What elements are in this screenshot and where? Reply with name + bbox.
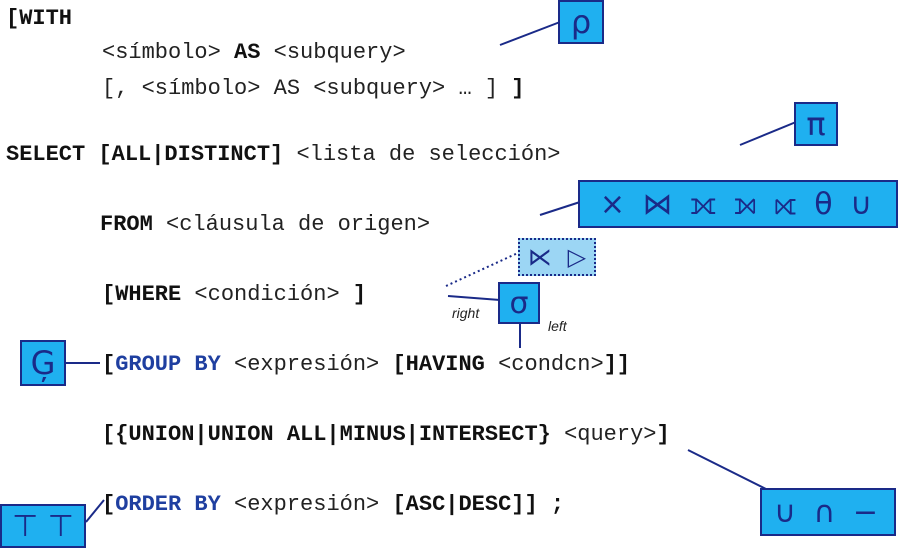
from-source: <cláusula de origen> (152, 212, 431, 237)
left-label: left (548, 318, 567, 334)
semicolon: ; (537, 492, 565, 517)
rho-symbol: ρ (570, 3, 592, 41)
setops-box: ∪ ∩ − (760, 488, 896, 536)
gamma-box: Ģ (20, 340, 66, 386)
union-close: ] (656, 422, 670, 447)
with-symbol-line: <símbolo> AS <subquery> (102, 40, 406, 66)
as-keyword: AS (234, 40, 261, 65)
where-line: [WHERE <condición> ] (102, 282, 366, 308)
from-line: FROM <cláusula de origen> (100, 212, 430, 238)
order-expression: <expresión> (220, 492, 393, 517)
semi-join-symbol: ⋉ (527, 243, 552, 271)
select-list: <lista de selección> (283, 142, 561, 167)
semijoin-box: ⋉▷ (518, 238, 596, 276)
order-open: [ (102, 492, 116, 517)
order-line: [ORDER BY <expresión> [ASC|DESC]] ; (102, 492, 564, 518)
group-open: [ (102, 352, 116, 377)
sigma-symbol: σ (509, 285, 529, 321)
asc-desc: [ASC|DESC]] (392, 492, 538, 517)
select-line: SELECT [ALL|DISTINCT] <lista de selecció… (6, 142, 561, 168)
setops-symbols: ∪ ∩ − (773, 494, 883, 530)
joins-symbols: × ⋈ ⟗ ⟕ ⟖ θ ∪ (599, 186, 877, 222)
select-keyword: SELECT [ALL|DISTINCT] (6, 142, 284, 167)
having-keyword: [HAVING (392, 352, 485, 377)
where-close: ] (352, 282, 367, 307)
with-more: [, <símbolo> AS <subquery> … ] (102, 76, 499, 101)
with-symbol: <símbolo> (102, 40, 235, 65)
pi-box: π (794, 102, 838, 146)
rho-box: ρ (558, 0, 604, 44)
pi-symbol: π (806, 105, 826, 143)
with-keyword: [WITH (6, 6, 73, 31)
from-keyword: FROM (100, 212, 153, 237)
right-label: right (452, 305, 480, 321)
with-line: [WITH (6, 6, 72, 32)
where-keyword: [WHERE (102, 282, 182, 307)
group-keyword: GROUP BY (115, 352, 221, 377)
group-line: [GROUP BY <expresión> [HAVING <condcn>]] (102, 352, 630, 378)
having-condition: <condcn> (484, 352, 604, 377)
sort-symbol: ⊤ ⊤ (12, 508, 74, 544)
anti-join-symbol: ▷ (567, 243, 587, 271)
with-close: ] (498, 76, 525, 101)
group-expression: <expresión> (220, 352, 393, 377)
with-more-line: [, <símbolo> AS <subquery> … ] ] (102, 76, 524, 102)
order-keyword: ORDER BY (115, 492, 221, 517)
having-close: ]] (603, 352, 631, 377)
sigma-box: σ (498, 282, 540, 324)
gamma-symbol: Ģ (30, 344, 56, 382)
where-condition: <condición> (181, 282, 353, 307)
union-line: [{UNION|UNION ALL|MINUS|INTERSECT} <quer… (102, 422, 670, 448)
union-keyword: [{UNION|UNION ALL|MINUS|INTERSECT} (102, 422, 551, 447)
with-subquery: <subquery> (260, 40, 406, 65)
union-query: <query> (550, 422, 657, 447)
joins-box: × ⋈ ⟗ ⟕ ⟖ θ ∪ (578, 180, 898, 228)
sort-box: ⊤ ⊤ (0, 504, 86, 548)
